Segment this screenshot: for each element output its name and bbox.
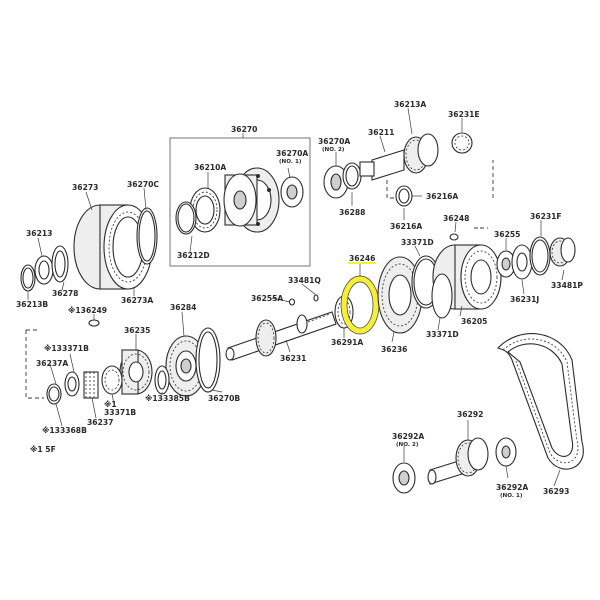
- footnote: ※1 5F: [30, 445, 56, 454]
- label-33371D-bottom: 33371D: [426, 330, 459, 339]
- leader-lines: [27, 107, 565, 487]
- label-33481Q: 33481Q: [288, 276, 321, 285]
- label-36205: 36205: [461, 317, 487, 326]
- hub-36236: [377, 256, 423, 334]
- label-36255: 36255: [494, 230, 520, 239]
- label-33385B: ※133385B: [145, 394, 190, 403]
- label-36292A-right: 36292A: [496, 483, 528, 492]
- label-36237: 36237: [87, 418, 113, 427]
- label-36270B: 36270B: [208, 394, 240, 403]
- bearing-33371B: [101, 365, 123, 395]
- label-36270C: 36270C: [127, 180, 159, 189]
- group-boundary-left: [25, 329, 44, 399]
- label-36270A-top: 36270A: [318, 137, 350, 146]
- bearing-36292A-no1: [495, 437, 517, 467]
- group-boundary-upper-right: [386, 180, 398, 199]
- washer-36213B: [20, 264, 36, 292]
- label-36273A: 36273A: [121, 296, 153, 305]
- label-36273: 36273: [72, 183, 98, 192]
- ring-36278: [51, 245, 69, 283]
- label-33371B-b: ※1: [104, 400, 117, 409]
- snap-ring-36270B: [195, 327, 221, 393]
- bearing-36292A-no2: [392, 462, 416, 494]
- ring-33385B: [154, 365, 170, 395]
- label-36288: 36288: [339, 208, 365, 217]
- ring-36288: [342, 162, 362, 190]
- label-36212D: 36212D: [177, 251, 210, 260]
- label-36210A: 36210A: [194, 163, 226, 172]
- label-36284: 36284: [170, 303, 196, 312]
- label-36216A-right: 36216A: [426, 192, 458, 201]
- label-36231F: 36231F: [530, 212, 562, 221]
- label-36248: 36248: [443, 214, 469, 223]
- label-36270A-inner: 36270A: [276, 149, 308, 158]
- label-36246: 36246: [349, 254, 375, 263]
- differential-case-36270: [223, 167, 280, 233]
- label-33481P: 33481P: [551, 281, 583, 290]
- bearing-36270A-no1: [280, 176, 304, 208]
- label-36270A-top-sub: (NO. 2): [322, 147, 345, 153]
- label-33371D-top: 33371D: [401, 238, 434, 247]
- label-36292A-left: 36292A: [392, 432, 424, 441]
- collar-36255A: [288, 298, 296, 306]
- label-33371B-a: ※133371B: [44, 344, 89, 353]
- snap-ring-33371D-lower: [431, 273, 453, 319]
- label-33371B-c: 33371B: [104, 408, 136, 417]
- label-36292A-right-sub: (NO. 1): [500, 493, 523, 499]
- bearing-36231E: [451, 132, 473, 154]
- label-36293: 36293: [543, 487, 569, 496]
- label-36213A: 36213A: [394, 100, 426, 109]
- label-36292: 36292: [457, 410, 483, 419]
- label-36270A-inner-sub: (NO. 1): [279, 159, 302, 165]
- drive-chain-36293: [497, 333, 584, 470]
- washer-36213: [34, 255, 54, 285]
- group-boundary-right: [474, 160, 494, 229]
- snap-ring-36231F: [529, 236, 551, 276]
- label-36235: 36235: [124, 326, 150, 335]
- label-36237A: 36237A: [36, 359, 68, 368]
- snap-ring-36270C: [136, 207, 158, 265]
- label-36213B: 36213B: [16, 300, 48, 309]
- washer-36237A: [64, 371, 80, 397]
- gear-33481P: [549, 237, 576, 267]
- ring-36216A: [395, 185, 413, 207]
- label-36292A-left-sub: (NO. 2): [396, 442, 419, 448]
- label-36211: 36211: [368, 128, 394, 137]
- bearing-36270A-no2: [323, 165, 349, 199]
- snap-ring-36212D: [175, 201, 197, 235]
- assembly-box-36270: [169, 137, 311, 267]
- label-36255A: 36255A: [251, 294, 283, 303]
- bearing-36231J: [511, 244, 533, 280]
- label-36278: 36278: [52, 289, 78, 298]
- label-36236: 36236: [381, 345, 407, 354]
- label-36231J: 36231J: [510, 295, 539, 304]
- clip-36248: [449, 233, 459, 241]
- clip-36249: [88, 319, 100, 327]
- label-36213: 36213: [26, 229, 52, 238]
- label-36231: 36231: [280, 354, 306, 363]
- snap-ring-36246: [340, 275, 380, 335]
- ring-33368B: [46, 383, 62, 405]
- gear-36235: [119, 349, 153, 395]
- shaft-36211: [359, 133, 439, 181]
- main-shaft-36231: [225, 311, 337, 361]
- output-shaft-36292: [427, 437, 489, 485]
- label-36249: ※136249: [68, 306, 107, 315]
- needle-bearing-36237: [83, 371, 99, 399]
- label-33368B: ※133368B: [42, 426, 87, 435]
- bearing-36255: [496, 250, 516, 278]
- label-36270: 36270: [231, 125, 257, 134]
- label-36216A-bottom: 36216A: [390, 222, 422, 231]
- label-36231E: 36231E: [448, 110, 480, 119]
- part-labels: 36213A 36231E 36270 36211 36270A (NO. 2)…: [16, 100, 583, 499]
- label-36291A: 36291A: [331, 338, 363, 347]
- pin-33481Q: [313, 294, 319, 302]
